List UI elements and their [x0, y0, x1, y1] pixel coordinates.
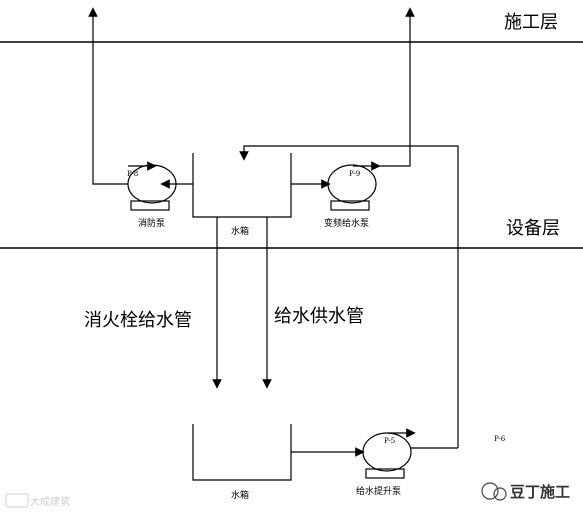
equipment-floor-label: 设备层: [506, 218, 560, 239]
pump-p9-tag: P-9: [349, 170, 360, 178]
lift-return-pipe: [239, 145, 459, 448]
pump-p5-label: 给水提升泵: [356, 485, 401, 497]
watermark-left: 大成建筑: [5, 493, 70, 508]
pump-p8-tag: P-8: [127, 170, 138, 178]
fire-hydrant-pipe-label: 消火栓给水管: [84, 310, 192, 331]
svg-text:豆丁施工: 豆丁施工: [510, 483, 570, 501]
watermark-right: 豆丁施工: [481, 482, 570, 501]
lower-tank-label: 水箱: [231, 489, 249, 501]
upper-water-tank: [192, 153, 292, 218]
pump-p9-label: 变频给水泵: [324, 217, 369, 229]
water-supply-pipe-label: 给水供水管: [274, 306, 364, 327]
fire-riser-pipe: [88, 7, 128, 185]
construction-floor-label: 施工层: [504, 12, 558, 33]
pump-p8-label: 消防泵: [138, 217, 165, 229]
svg-text:大成建筑: 大成建筑: [30, 495, 70, 508]
supply-riser-pipe: [376, 7, 415, 167]
pump-p5-tag: P-5: [384, 437, 395, 445]
pump-p6-tag: P-6: [494, 435, 506, 443]
upper-tank-label: 水箱: [231, 225, 249, 237]
lower-water-tank: [192, 424, 292, 481]
